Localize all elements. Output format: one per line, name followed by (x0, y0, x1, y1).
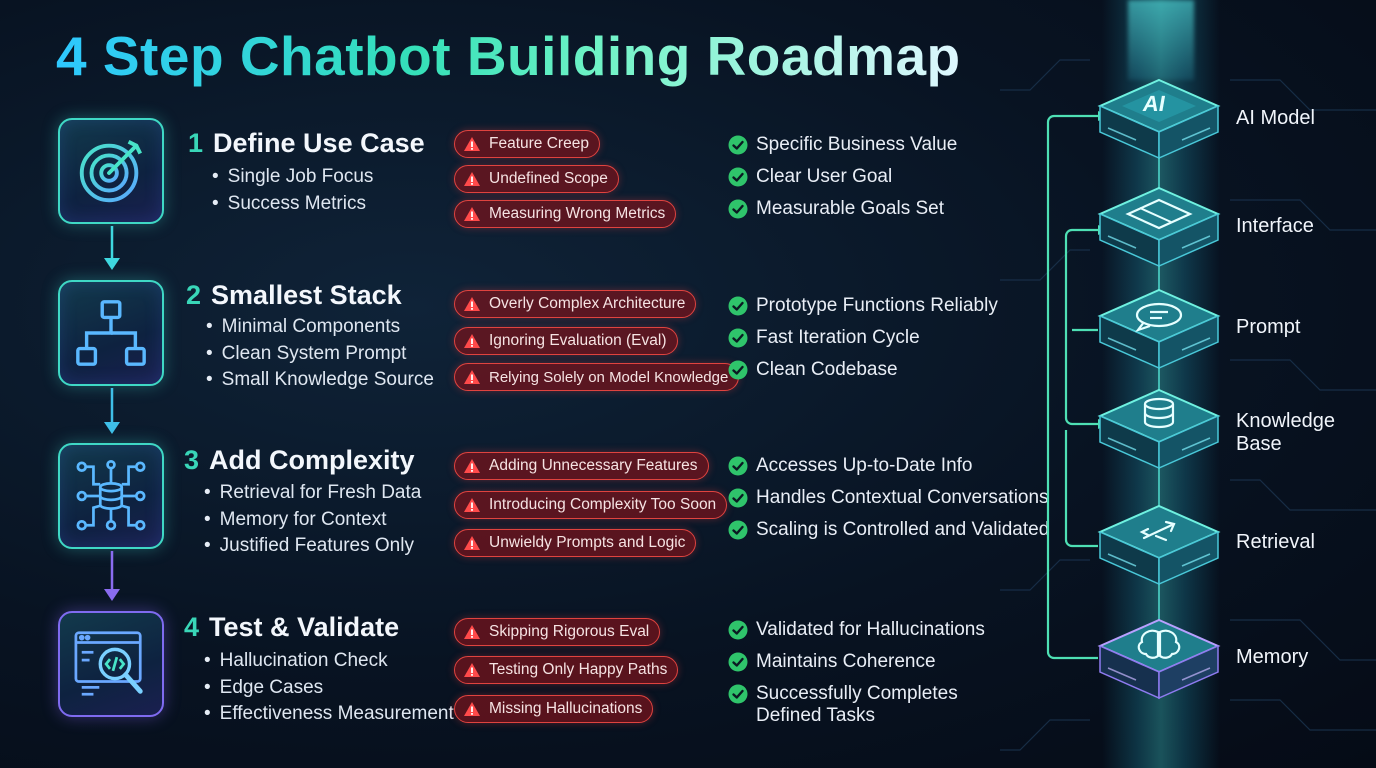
stack-node-interface (1096, 184, 1222, 270)
stack-label: Interface (1236, 215, 1314, 237)
pitfall-badge: Unwieldy Prompts and Logic (454, 529, 697, 557)
warning-icon (464, 137, 480, 151)
stack-label: AI Model (1236, 107, 1315, 129)
pitfall-badge: Relying Solely on Model Knowledge (454, 363, 740, 391)
warning-icon (464, 625, 480, 639)
stack-label: Knowledge Base (1236, 410, 1335, 455)
flow-arrow-1-2 (104, 226, 120, 270)
check-circle-icon (728, 520, 748, 540)
light-beam-top (1128, 0, 1194, 80)
step-1-bullets: Single Job Focus Success Metrics (212, 164, 374, 218)
pitfall-badge: Ignoring Evaluation (Eval) (454, 327, 678, 355)
outcome-item: Maintains Coherence (728, 651, 936, 673)
stack-node-ai-model: AI (1096, 76, 1222, 162)
outcome-item: Prototype Functions Reliably (728, 295, 998, 317)
stack-node-memory (1096, 616, 1222, 702)
brain-icon (1137, 629, 1181, 659)
pitfall-badge: Feature Creep (454, 130, 600, 158)
pitfall-badge: Overly Complex Architecture (454, 290, 697, 318)
page-title: 4 Step Chatbot Building Roadmap (56, 25, 961, 87)
outcome-item: Handles Contextual Conversations (728, 487, 1049, 509)
outcome-item: Clear User Goal (728, 166, 892, 188)
list-item: Retrieval for Fresh Data (204, 480, 422, 507)
pitfall-badge: Skipping Rigorous Eval (454, 618, 661, 646)
check-circle-icon (728, 456, 748, 476)
list-item: Small Knowledge Source (206, 367, 434, 394)
outcome-item: Scaling is Controlled and Validated (728, 519, 1049, 541)
warning-icon (464, 172, 480, 186)
list-item: Hallucination Check (204, 648, 454, 675)
pitfall-badge: Missing Hallucinations (454, 695, 654, 723)
target-icon (79, 140, 142, 203)
retrieval-arrows-icon (1139, 520, 1176, 542)
warning-icon (464, 297, 480, 311)
list-item: Memory for Context (204, 507, 421, 534)
check-circle-icon (728, 488, 748, 508)
check-circle-icon (728, 360, 748, 380)
step-3-icon-tile (58, 443, 164, 549)
pitfall-badge: Undefined Scope (454, 165, 619, 193)
pitfall-badge: Measuring Wrong Metrics (454, 200, 677, 228)
list-item: Single Job Focus (212, 164, 374, 191)
warning-icon (464, 207, 480, 221)
stack-label: Memory (1236, 646, 1309, 668)
outcome-item: Specific Business Value (728, 134, 957, 156)
warning-icon (464, 702, 480, 716)
outcome-item: Measurable Goals Set (728, 198, 944, 220)
ai-chip-icon: AI (1141, 91, 1167, 116)
check-circle-icon (728, 652, 748, 672)
pitfall-badge: Introducing Complexity Too Soon (454, 491, 728, 519)
chat-bubble-icon (1135, 302, 1183, 333)
list-item: Minimal Components (206, 314, 434, 341)
flow-arrow-3-4 (104, 551, 120, 601)
check-circle-icon (728, 167, 748, 187)
outcome-item: Successfully Completes Defined Tasks (728, 683, 958, 727)
stack-node-prompt (1096, 286, 1222, 372)
database-network-icon (76, 460, 146, 531)
step-3-bullets: Retrieval for Fresh Data Memory for Cont… (204, 480, 422, 560)
stack-label: Retrieval (1236, 531, 1315, 553)
hierarchy-icon (76, 300, 146, 366)
warning-icon (464, 663, 480, 677)
check-circle-icon (728, 199, 748, 219)
list-item: Clean System Prompt (206, 341, 434, 368)
flow-arrow-2-3 (104, 388, 120, 434)
step-1-icon-tile (58, 118, 164, 224)
stack-node-knowledge-base (1096, 386, 1222, 472)
outcome-item: Clean Codebase (728, 359, 898, 381)
stack-label: Prompt (1236, 316, 1301, 338)
outcome-item: Validated for Hallucinations (728, 619, 985, 641)
check-circle-icon (728, 296, 748, 316)
check-circle-icon (728, 620, 748, 640)
step-2-icon-tile (58, 280, 164, 386)
step-2-bullets: Minimal Components Clean System Prompt S… (206, 314, 434, 394)
warning-icon (464, 334, 480, 348)
list-item: Justified Features Only (204, 533, 421, 560)
browser-window-icon (1125, 198, 1193, 230)
code-magnifier-icon (74, 631, 143, 696)
pitfall-badge: Adding Unnecessary Features (454, 452, 709, 480)
warning-icon (464, 536, 480, 550)
list-item: Success Metrics (212, 191, 373, 218)
outcome-item: Accesses Up-to-Date Info (728, 455, 972, 477)
step-4-icon-tile (58, 611, 164, 717)
outcome-item: Fast Iteration Cycle (728, 327, 920, 349)
database-icon (1143, 397, 1175, 429)
warning-icon (464, 498, 480, 512)
pitfall-badge: Testing Only Happy Paths (454, 656, 679, 684)
warning-icon (464, 370, 480, 384)
stack-node-retrieval (1096, 502, 1222, 588)
check-circle-icon (728, 135, 748, 155)
check-circle-icon (728, 328, 748, 348)
check-circle-icon (728, 684, 748, 704)
list-item: Effectiveness Measurement (204, 701, 454, 728)
step-4-bullets: Hallucination Check Edge Cases Effective… (204, 648, 454, 728)
warning-icon (464, 459, 480, 473)
list-item: Edge Cases (204, 675, 454, 702)
